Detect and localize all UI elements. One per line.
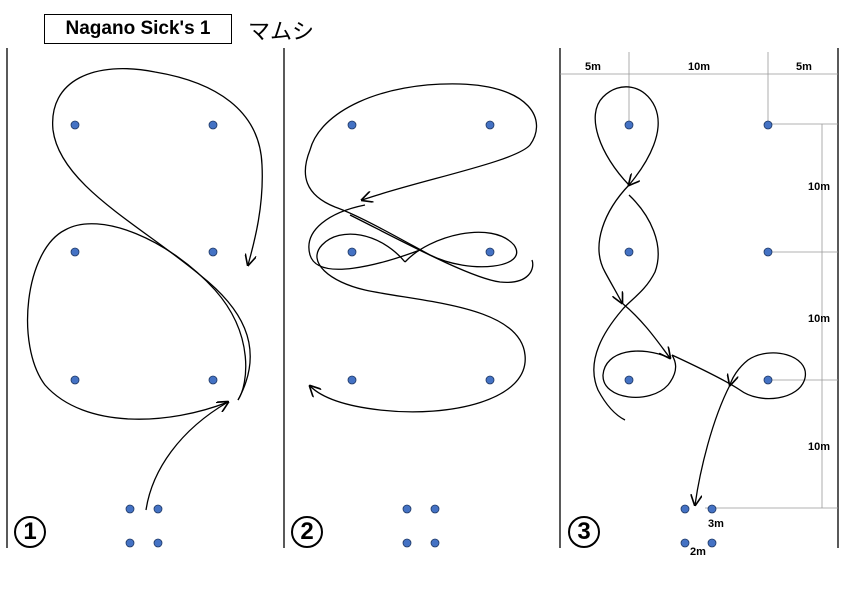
cone [347,120,357,130]
dimension-label: 10m [808,441,831,453]
cone [763,375,773,385]
cone [430,504,440,514]
cone [153,538,163,548]
cone [707,504,717,514]
cone [624,247,634,257]
panel-number-1: 1 [14,516,46,548]
title-box: Nagano Sick's 1 [44,14,232,44]
measurement-guides [560,52,838,509]
cone [153,504,163,514]
dimension-label: 10m [808,313,831,325]
cone [125,504,135,514]
cone [70,375,80,385]
dimension-label: 2m [690,546,706,558]
cone [208,120,218,130]
dimension-label: 5m [585,61,601,73]
diagram-title: Nagano Sick's 1 [65,18,211,39]
cone [430,538,440,548]
cone [624,120,634,130]
panel-2-path [304,83,538,413]
cone [402,504,412,514]
cone [347,247,357,257]
dimension-label: 5m [796,61,812,73]
cone [624,375,634,385]
cone [485,247,495,257]
cone [208,247,218,257]
cone [125,538,135,548]
cone [70,247,80,257]
cone [485,375,495,385]
panel-number-3: 3 [568,516,600,548]
dimension-label: 10m [808,181,831,193]
cone [680,538,690,548]
panel-1-path [27,68,263,511]
cone [485,120,495,130]
cone [70,120,80,130]
cone [680,504,690,514]
cone [763,247,773,257]
diagram-subtitle: マムシ [248,19,315,44]
cone [402,538,412,548]
panel-number-2: 2 [291,516,323,548]
cone [763,120,773,130]
cone [208,375,218,385]
dimension-label: 10m [688,61,711,73]
cone [347,375,357,385]
panel-3-path [593,86,806,505]
cone [707,538,717,548]
dimension-label: 3m [708,518,724,530]
